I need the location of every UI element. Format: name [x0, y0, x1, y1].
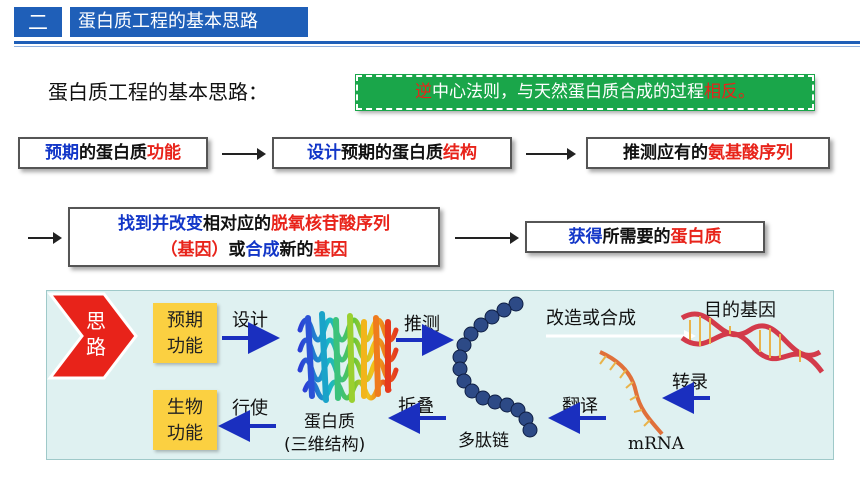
label-mrna: mRNA	[628, 434, 685, 454]
mrna-strand-icon	[599, 350, 664, 436]
label-protein-structure: (三维结构)	[284, 435, 366, 455]
polypeptide-chain-icon	[452, 296, 538, 438]
step-modify-gene: 找到并改变相对应的脱氧核苷酸序列 （基因）或合成新的基因	[68, 207, 440, 267]
label-polypeptide: 多肽链	[458, 431, 509, 451]
label-modify-or-synthesize: 改造或合成	[546, 308, 636, 329]
dna-helix-icon	[680, 311, 825, 374]
step-obtain-protein: 获得所需要的蛋白质	[525, 221, 765, 253]
note-red-1: 逆	[415, 82, 432, 102]
step5-blue: 获得	[568, 227, 603, 247]
page-subheading: 蛋白质工程的基本思路：	[48, 80, 268, 104]
header-divider-thin	[14, 46, 860, 47]
label-protein: 蛋白质	[304, 412, 355, 432]
step4-red-3: 基因	[313, 240, 348, 260]
label-target-gene: 目的基因	[704, 300, 776, 321]
step4-blue: 找到并改变	[118, 214, 203, 234]
note-text: 中心法则，与天然蛋白质合成的过程	[432, 82, 704, 102]
step-design-structure: 设计预期的蛋白质结构	[272, 137, 512, 169]
step2-blue: 设计	[307, 143, 341, 163]
step3-text: 推测应有的	[623, 143, 708, 163]
chevron-tag-label: 思路	[86, 309, 106, 359]
arrow-1	[222, 148, 266, 160]
section-number-badge: 二	[14, 7, 62, 37]
step-expected-function: 预期的蛋白质功能	[18, 137, 208, 169]
section-title: 蛋白质工程的基本思路	[70, 7, 308, 37]
header-divider	[14, 41, 860, 44]
arrow-3	[28, 232, 62, 244]
step1-blue: 预期	[45, 143, 79, 163]
step1-text: 的蛋白质	[79, 143, 147, 163]
step4-red-2: （基因）	[160, 240, 229, 260]
step4-red: 脱氧核苷酸序列	[271, 214, 390, 234]
biological-function-box: 生物功能	[153, 390, 217, 450]
step2-text: 预期的蛋白质	[341, 143, 443, 163]
step4-blue-2: 合成	[245, 240, 280, 260]
protein-helices	[305, 311, 391, 403]
expected-function-label: 预期功能	[167, 310, 203, 357]
step-infer-sequence: 推测应有的氨基酸序列	[586, 137, 830, 169]
step1-red: 功能	[147, 143, 181, 163]
note-red-2: 相反。	[704, 82, 755, 102]
chevron-tag-icon	[46, 292, 138, 380]
step4-text: 相对应的	[203, 214, 271, 234]
step5-red: 蛋白质	[670, 227, 722, 247]
expected-function-box: 预期功能	[153, 303, 217, 363]
biological-function-label: 生物功能	[167, 397, 203, 444]
arrow-2	[526, 148, 576, 160]
step3-red: 氨基酸序列	[708, 143, 793, 163]
step5-text: 所需要的	[602, 227, 671, 247]
step2-red: 结构	[443, 143, 477, 163]
reverse-dogma-note: 逆中心法则，与天然蛋白质合成的过程相反。	[355, 74, 815, 111]
blue-arrows	[218, 322, 710, 442]
step4-text-2: 或	[228, 240, 246, 260]
arrow-4	[455, 232, 519, 244]
step4-text-3: 新的	[279, 240, 314, 260]
